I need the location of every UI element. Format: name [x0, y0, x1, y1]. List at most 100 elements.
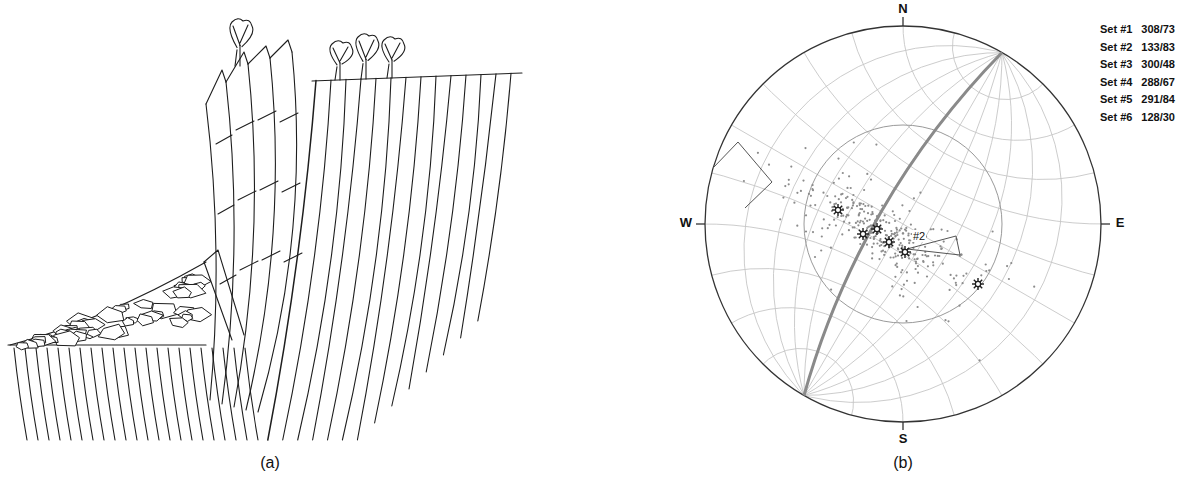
cross-joint	[240, 261, 258, 270]
pole-dot	[953, 277, 955, 279]
pole-dot	[932, 228, 934, 230]
bedrock-joint	[223, 348, 236, 440]
pole-dot	[939, 245, 941, 247]
pole-dot	[814, 256, 816, 258]
column-top	[270, 40, 292, 58]
pole-dot	[900, 271, 902, 273]
small-circle-grid	[861, 0, 1173, 182]
pole-dot	[852, 226, 854, 228]
pole-dot	[985, 263, 987, 265]
pole-dot	[848, 175, 850, 177]
marker-spoke	[834, 206, 842, 214]
marker-core	[874, 226, 879, 231]
set-orientation: 308/73	[1141, 23, 1175, 35]
toppled-column	[234, 64, 254, 407]
marker-core	[835, 207, 840, 212]
set-pole-marker	[871, 223, 883, 235]
pole-dot	[858, 214, 860, 216]
pole-dot	[980, 274, 982, 276]
grid-axis	[732, 125, 1075, 323]
toppled-column	[246, 58, 275, 410]
pole-dot	[863, 211, 865, 213]
pole-dot	[921, 254, 923, 256]
pole-dot	[833, 203, 835, 205]
pole-dot	[915, 268, 917, 270]
pole-dot	[810, 195, 812, 197]
pole-dot	[922, 260, 924, 262]
pole-dot	[942, 263, 944, 265]
pole-dot	[905, 320, 907, 322]
small-circle-grid	[933, 0, 1078, 119]
toppled-column	[258, 52, 297, 412]
pole-dot	[809, 205, 811, 207]
bedrock-joint	[25, 348, 38, 440]
marker-spoke	[873, 225, 881, 233]
pole-dot	[866, 220, 868, 222]
bedrock-joint	[146, 348, 159, 440]
pole-dot	[830, 247, 832, 249]
pole-dot	[821, 235, 823, 237]
debris-block	[173, 287, 192, 298]
pole-dot	[852, 201, 854, 203]
small-circle-grid	[237, 98, 1174, 479]
pole-dot	[768, 164, 770, 166]
pole-dot	[870, 179, 872, 181]
set-pole-marker	[883, 236, 895, 248]
pole-dot	[790, 166, 792, 168]
daylight-window	[713, 142, 772, 208]
debris-block	[137, 314, 153, 326]
pole-dot	[892, 256, 894, 258]
tree-trunk	[235, 50, 237, 66]
pole-dot	[784, 185, 786, 187]
pole-dot	[894, 220, 896, 222]
marker-spoke	[859, 230, 867, 238]
cross-joint	[258, 111, 276, 120]
pole-dot	[884, 251, 886, 253]
set-pole-marker	[857, 228, 869, 240]
pole-dot	[947, 320, 949, 322]
pole-dot	[894, 235, 896, 237]
pole-dot	[914, 253, 916, 255]
pole-dot	[876, 215, 878, 217]
pole-dot	[871, 252, 873, 254]
pole-dot	[864, 205, 866, 207]
pole-dot	[869, 237, 871, 239]
pole-dot	[885, 234, 887, 236]
pole-dot	[846, 207, 848, 209]
pole-dot	[908, 257, 910, 259]
tree-trunk	[387, 64, 389, 78]
pole-dot	[922, 261, 924, 263]
pole-dot	[788, 183, 790, 185]
east-tick	[1101, 223, 1110, 224]
pole-dot	[896, 231, 898, 233]
pole-dot	[900, 242, 902, 244]
pole-dot	[826, 195, 828, 197]
great-circle-grid	[692, 0, 1179, 479]
small-circle-grid	[276, 0, 1179, 479]
pole-dot	[869, 225, 871, 227]
rock-column	[283, 80, 331, 440]
pole-dot	[950, 274, 952, 276]
pole-dot	[808, 193, 810, 195]
pole-dot	[930, 228, 932, 230]
pole-dot	[859, 243, 861, 245]
pole-dot	[800, 190, 802, 192]
pole-dot	[890, 235, 892, 237]
tree-crown	[382, 37, 405, 62]
rock-column	[342, 78, 391, 440]
pole-dot	[908, 242, 910, 244]
pole-dot	[855, 222, 857, 224]
small-circle-grid	[633, 0, 1179, 350]
pole-dot	[851, 207, 853, 209]
debris-block	[134, 300, 153, 309]
tree-branch	[233, 25, 248, 45]
pole-dot	[884, 230, 886, 232]
pole-dot	[958, 305, 960, 307]
pole-dot	[915, 262, 917, 264]
pole-dot	[955, 284, 957, 286]
pole-dot	[878, 258, 880, 260]
tree-trunk	[365, 59, 366, 79]
pole-dot	[904, 229, 906, 231]
